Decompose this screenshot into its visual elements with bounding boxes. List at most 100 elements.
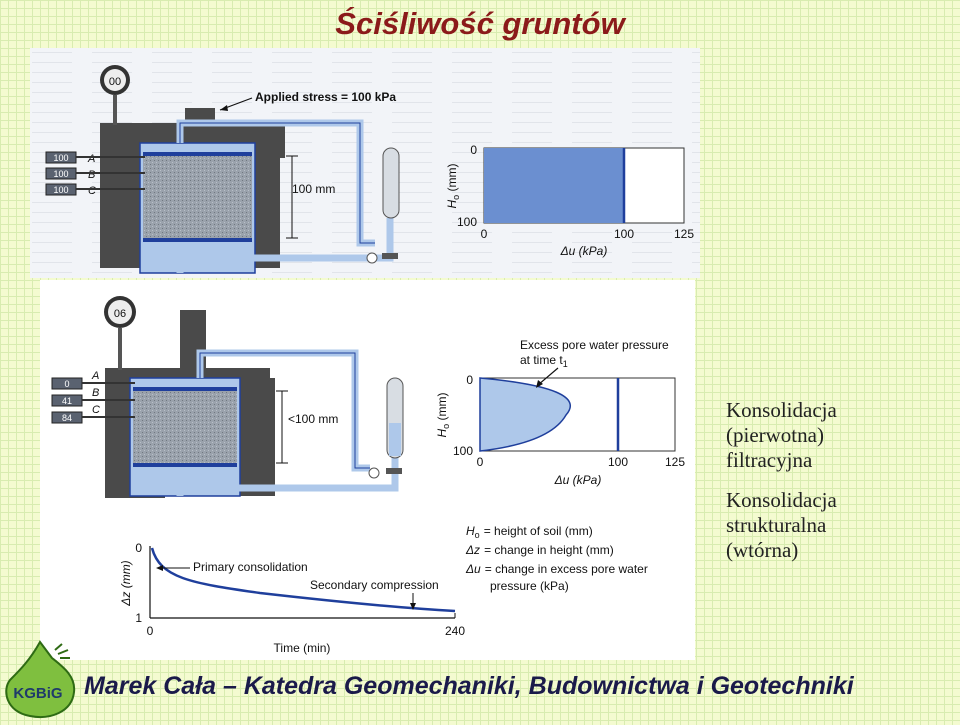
legend-dz: Δz= change in height (mm) (465, 543, 614, 557)
mid-chart-xlabel: Δu (kPa) (554, 473, 602, 487)
consolidation-notes: Konsolidacja (pierwotna) filtracyjna Kon… (726, 398, 956, 577)
bottom-primary-arrowhead (156, 565, 163, 571)
top-chart-xtick-100: 100 (614, 227, 634, 241)
top-gauge-a-value: 100 (53, 153, 68, 163)
top-standpipe (382, 147, 400, 219)
secondary-consolidation-note: Konsolidacja strukturalna (wtórna) (726, 488, 956, 564)
legend-height: Ho= height of soil (mm) (466, 524, 593, 540)
mid-gauge-a-label: A (91, 370, 99, 382)
mid-dial-face (108, 300, 132, 324)
note-line: strukturalna (726, 512, 827, 537)
mid-gauge-b-label: B (92, 387, 99, 399)
logo-sprouts (54, 643, 70, 659)
bottom-ytick-0: 0 (135, 541, 142, 555)
mid-annotation-line1: Excess pore water pressure (520, 338, 669, 352)
top-dial-reading: 00 (109, 76, 121, 88)
top-porous-stone-lower (143, 238, 252, 242)
top-applied-stress-label: Applied stress = 100 kPa (255, 90, 396, 104)
top-chart-fill (484, 148, 624, 223)
legend-du: Δu= change in excess pore water (465, 562, 648, 576)
mid-frame-right (235, 378, 275, 496)
top-valve-handle (366, 252, 378, 264)
mid-valve (386, 468, 402, 474)
bottom-secondary-label: Secondary compression (310, 578, 439, 592)
bottom-primary-label: Primary consolidation (193, 560, 308, 574)
top-drain-pipe-outline (179, 122, 375, 244)
mid-gauge-b-value: 41 (62, 396, 72, 406)
top-gauge-b-value: 100 (53, 169, 68, 179)
top-chart: 0 100 0 100 125 Δu (kPa) Ho (mm) (445, 143, 694, 258)
bottom-xtick-0: 0 (147, 624, 154, 638)
top-chart-xtick-0: 0 (481, 227, 488, 241)
mid-gauge-c-value: 84 (62, 413, 72, 423)
bottom-ylabel: Δz (mm) (119, 560, 133, 606)
top-panel: 00 Applied stress = 100 kPa 100 100 100 … (30, 48, 700, 278)
mid-gauges: 0 41 84 A B C (51, 370, 135, 424)
mid-dial-stem (118, 328, 122, 370)
mid-chart-ylabel: Ho (mm) (435, 392, 451, 437)
top-gauge-c-value: 100 (53, 185, 68, 195)
top-gauge-c-label: C (88, 185, 96, 197)
slide-title: Ściśliwość gruntów (335, 6, 625, 41)
mid-chart-ytick-100: 100 (453, 444, 473, 458)
note-line: (wtórna) (726, 537, 799, 562)
mid-soil-sample (133, 391, 237, 463)
top-dial-face (104, 69, 126, 91)
mid-annotation-arrow (537, 367, 559, 386)
bottom-xlabel: Time (min) (274, 641, 331, 655)
mid-chart-ytick-0: 0 (466, 373, 473, 387)
top-chart-ylabel: Ho (mm) (445, 163, 461, 208)
mid-chart-pressure-curve (479, 377, 572, 452)
logo-leaf-shape (5, 640, 76, 718)
top-stress-arrowhead (220, 105, 228, 111)
top-gauge-a-label: A (87, 153, 95, 165)
mid-porous-stone-upper (133, 387, 237, 391)
mid-annotation-arrowhead (536, 380, 543, 388)
kgbig-logo: KGBiG (0, 640, 80, 720)
top-porous-stone-upper (143, 152, 252, 156)
mid-height-label: <100 mm (288, 412, 338, 426)
note-line: Konsolidacja (726, 398, 837, 422)
mid-gauge-c-label: C (92, 404, 100, 416)
mid-chart: 0 100 0 100 125 Δu (kPa) Ho (mm) Excess … (435, 338, 685, 487)
top-chart-xlabel: Δu (kPa) (560, 244, 608, 258)
bottom-ytick-1: 1 (135, 611, 142, 625)
top-lower-pipe (176, 218, 394, 273)
bottom-xtick-240: 240 (445, 624, 465, 638)
primary-consolidation-note: Konsolidacja (pierwotna) filtracyjna (726, 398, 956, 474)
top-height-label: 100 mm (292, 182, 335, 196)
bottom-ylabel-group: Δz (mm) (119, 560, 133, 606)
footer-author: Marek Cała – Katedra Geomechaniki, Budow… (84, 672, 854, 700)
top-chart-ytick-0: 0 (470, 143, 477, 157)
legend: Ho= height of soil (mm) Δz= change in he… (465, 524, 648, 593)
bottom-panel: 0 1 0 240 Time (min) Δz (mm) Primary con… (119, 524, 648, 655)
mid-annotation-line2: at time t1 (520, 353, 568, 369)
bottom-consolidation-curve (150, 547, 456, 613)
mid-valve-handle (368, 467, 380, 479)
mid-standpipe-water (389, 423, 401, 456)
top-valve (382, 253, 398, 259)
note-line: Konsolidacja (726, 487, 837, 512)
top-chart-ytick-100: 100 (457, 215, 477, 229)
consolidation-figure: 00 Applied stress = 100 kPa 100 100 100 … (30, 48, 700, 660)
logo-text: KGBiG (13, 685, 62, 702)
mid-chart-xtick-0: 0 (477, 455, 484, 469)
mid-chart-xtick-125: 125 (665, 455, 685, 469)
top-chart-xtick-125: 125 (674, 227, 694, 241)
mid-chart-ylabel-group: Ho (mm) (435, 392, 451, 437)
mid-porous-stone-lower (133, 463, 237, 467)
note-line: filtracyjna (726, 448, 813, 473)
mid-chart-xtick-100: 100 (608, 455, 628, 469)
mid-gauge-a-value: 0 (64, 379, 69, 389)
top-soil-sample (143, 156, 252, 238)
note-line: (pierwotna) (726, 423, 824, 448)
top-dial-stem (113, 95, 117, 125)
bottom-secondary-arrowhead (410, 603, 416, 610)
middle-panel: 06 0 41 84 A B C <100 mm 0 100 0 100 (51, 296, 685, 498)
top-gauge-b-label: B (88, 169, 95, 181)
mid-dial-reading: 06 (114, 308, 126, 320)
legend-du-continued: pressure (kPa) (490, 579, 569, 593)
mid-drain-pipe-outline (199, 352, 370, 469)
top-chart-ylabel-group: Ho (mm) (445, 163, 461, 208)
top-gauges: 100 100 100 A B C (45, 151, 145, 197)
